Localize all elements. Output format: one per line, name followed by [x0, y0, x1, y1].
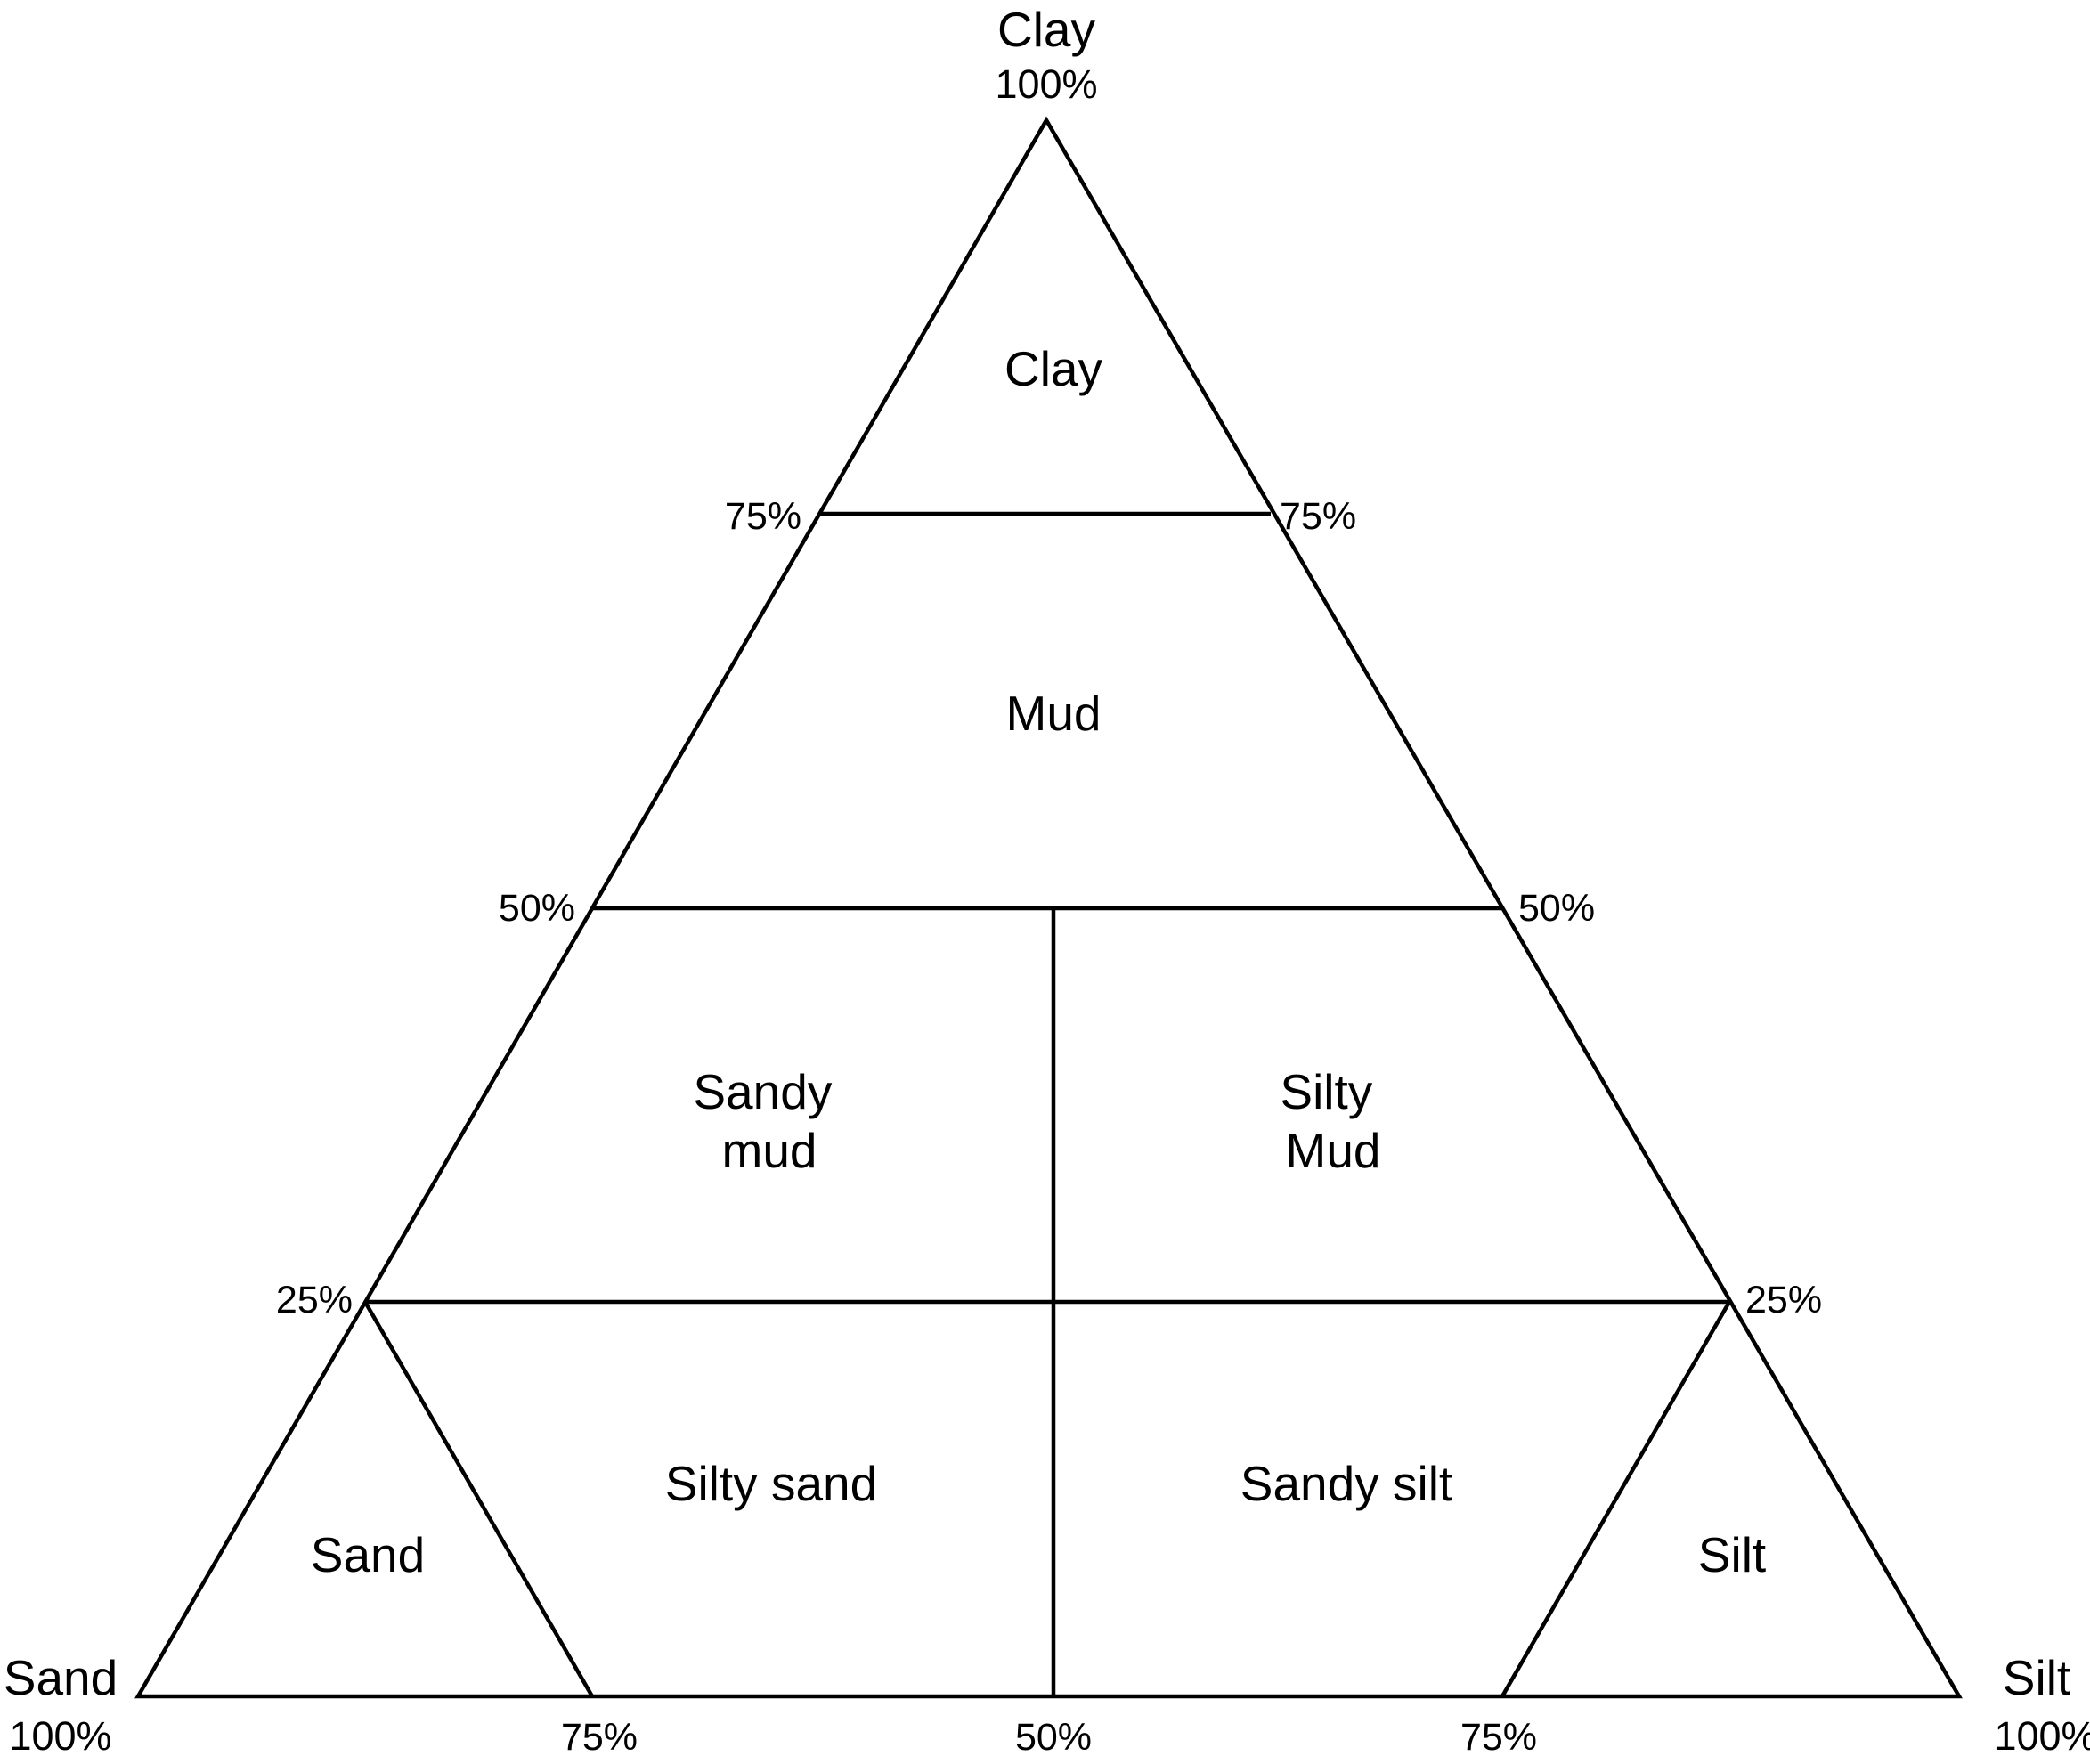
vertex-clay-name: Clay	[997, 2, 1096, 57]
vertex-silt-name: Silt	[2003, 1650, 2070, 1705]
tick-bottom-75-sand: 75%	[561, 1716, 638, 1759]
tick-left-75: 75%	[725, 495, 801, 538]
region-silty-sand: Silty sand	[665, 1456, 877, 1511]
region-clay-line: Clay	[1004, 341, 1103, 396]
region-sandy-silt-line: Sandy silt	[1240, 1456, 1452, 1511]
vertex-sand-name: Sand	[4, 1650, 118, 1705]
vertex-sand-percent: 100%	[9, 1713, 111, 1759]
tick-left-25: 25%	[276, 1279, 353, 1321]
tick-left-50: 50%	[499, 887, 575, 930]
tick-right-25: 25%	[1745, 1279, 1822, 1321]
tick-bottom-50: 50%	[1015, 1716, 1092, 1759]
region-sandy-mud: Sandy mud	[693, 1064, 845, 1178]
region-sandy-mud-line-1: Sandy	[693, 1064, 832, 1119]
region-silt-line: Silt	[1698, 1527, 1766, 1582]
region-silty-mud-line-2: Mud	[1286, 1123, 1381, 1178]
region-silty-mud: Silty Mud	[1280, 1064, 1386, 1178]
region-silt: Silt	[1698, 1527, 1766, 1582]
region-silty-sand-line: Silty sand	[665, 1456, 877, 1511]
tick-right-75: 75%	[1280, 495, 1356, 538]
region-mud: Mud	[1006, 686, 1102, 741]
region-sand-line: Sand	[311, 1527, 425, 1582]
boundary-sand-corner	[363, 1300, 594, 1698]
boundary-silt-corner	[1500, 1300, 1731, 1698]
region-sandy-silt: Sandy silt	[1240, 1456, 1452, 1511]
region-sandy-mud-line-2: mud	[722, 1123, 817, 1178]
region-sand: Sand	[311, 1527, 425, 1582]
vertex-silt-percent: 100%	[1994, 1713, 2090, 1759]
region-mud-line: Mud	[1006, 686, 1102, 741]
tick-right-50: 50%	[1518, 887, 1595, 930]
region-clay: Clay	[1004, 341, 1103, 396]
tick-bottom-75-silt: 75%	[1460, 1716, 1537, 1759]
vertex-clay-percent: 100%	[995, 61, 1097, 107]
region-silty-mud-line-1: Silty	[1280, 1064, 1372, 1119]
